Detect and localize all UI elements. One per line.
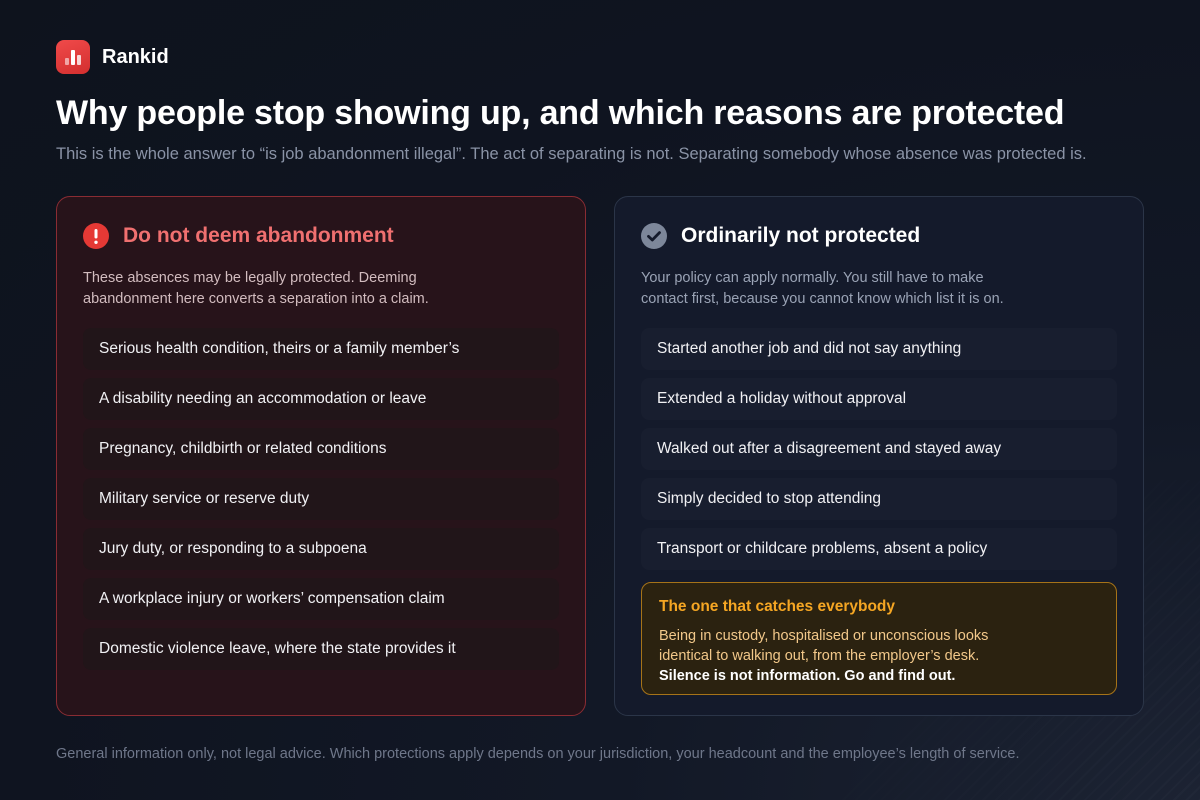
card-description: Your policy can apply normally. You stil… <box>641 270 1004 307</box>
list-item: Military service or reserve duty <box>83 478 559 520</box>
list-item: Jury duty, or responding to a subpoena <box>83 528 559 570</box>
exclamation-icon <box>83 223 109 249</box>
card-title: Do not deem abandonment <box>123 224 394 247</box>
unprotected-reasons-list: Started another job and did not say anyt… <box>641 328 1117 570</box>
footer-disclaimer: General information only, not legal advi… <box>56 746 1020 762</box>
list-item: Transport or childcare problems, absent … <box>641 528 1117 570</box>
list-item: Started another job and did not say anyt… <box>641 328 1117 370</box>
brand: Rankid <box>56 40 169 74</box>
list-item: Extended a holiday without approval <box>641 378 1117 420</box>
page-subtitle: This is the whole answer to “is job aban… <box>56 145 1087 163</box>
list-item: A workplace injury or workers’ compensat… <box>83 578 559 620</box>
list-item: Serious health condition, theirs or a fa… <box>83 328 559 370</box>
list-item: Walked out after a disagreement and stay… <box>641 428 1117 470</box>
checkmark-icon <box>641 223 667 249</box>
brand-name: Rankid <box>102 45 169 68</box>
warning-callout: The one that catches everybody Being in … <box>641 582 1117 695</box>
callout-title: The one that catches everybody <box>659 598 896 615</box>
card-header: Do not deem abandonment <box>83 223 559 249</box>
page-title: Why people stop showing up, and which re… <box>56 94 1065 132</box>
card-title: Ordinarily not protected <box>681 224 921 247</box>
list-item: Simply decided to stop attending <box>641 478 1117 520</box>
list-item: A disability needing an accommodation or… <box>83 378 559 420</box>
list-item: Pregnancy, childbirth or related conditi… <box>83 428 559 470</box>
card-header: Ordinarily not protected <box>641 223 1117 249</box>
card-description: These absences may be legally protected.… <box>83 270 429 307</box>
callout-body: Being in custody, hospitalised or uncons… <box>659 626 1029 686</box>
callout-emphasis: Silence is not information. Go and find … <box>659 668 956 684</box>
protected-absences-card: Do not deem abandonment These absences m… <box>56 196 586 716</box>
protected-reasons-list: Serious health condition, theirs or a fa… <box>83 328 559 670</box>
callout-text: Being in custody, hospitalised or uncons… <box>659 628 989 664</box>
bar-chart-icon <box>56 40 90 74</box>
unprotected-absences-card: Ordinarily not protected Your policy can… <box>614 196 1144 716</box>
list-item: Domestic violence leave, where the state… <box>83 628 559 670</box>
